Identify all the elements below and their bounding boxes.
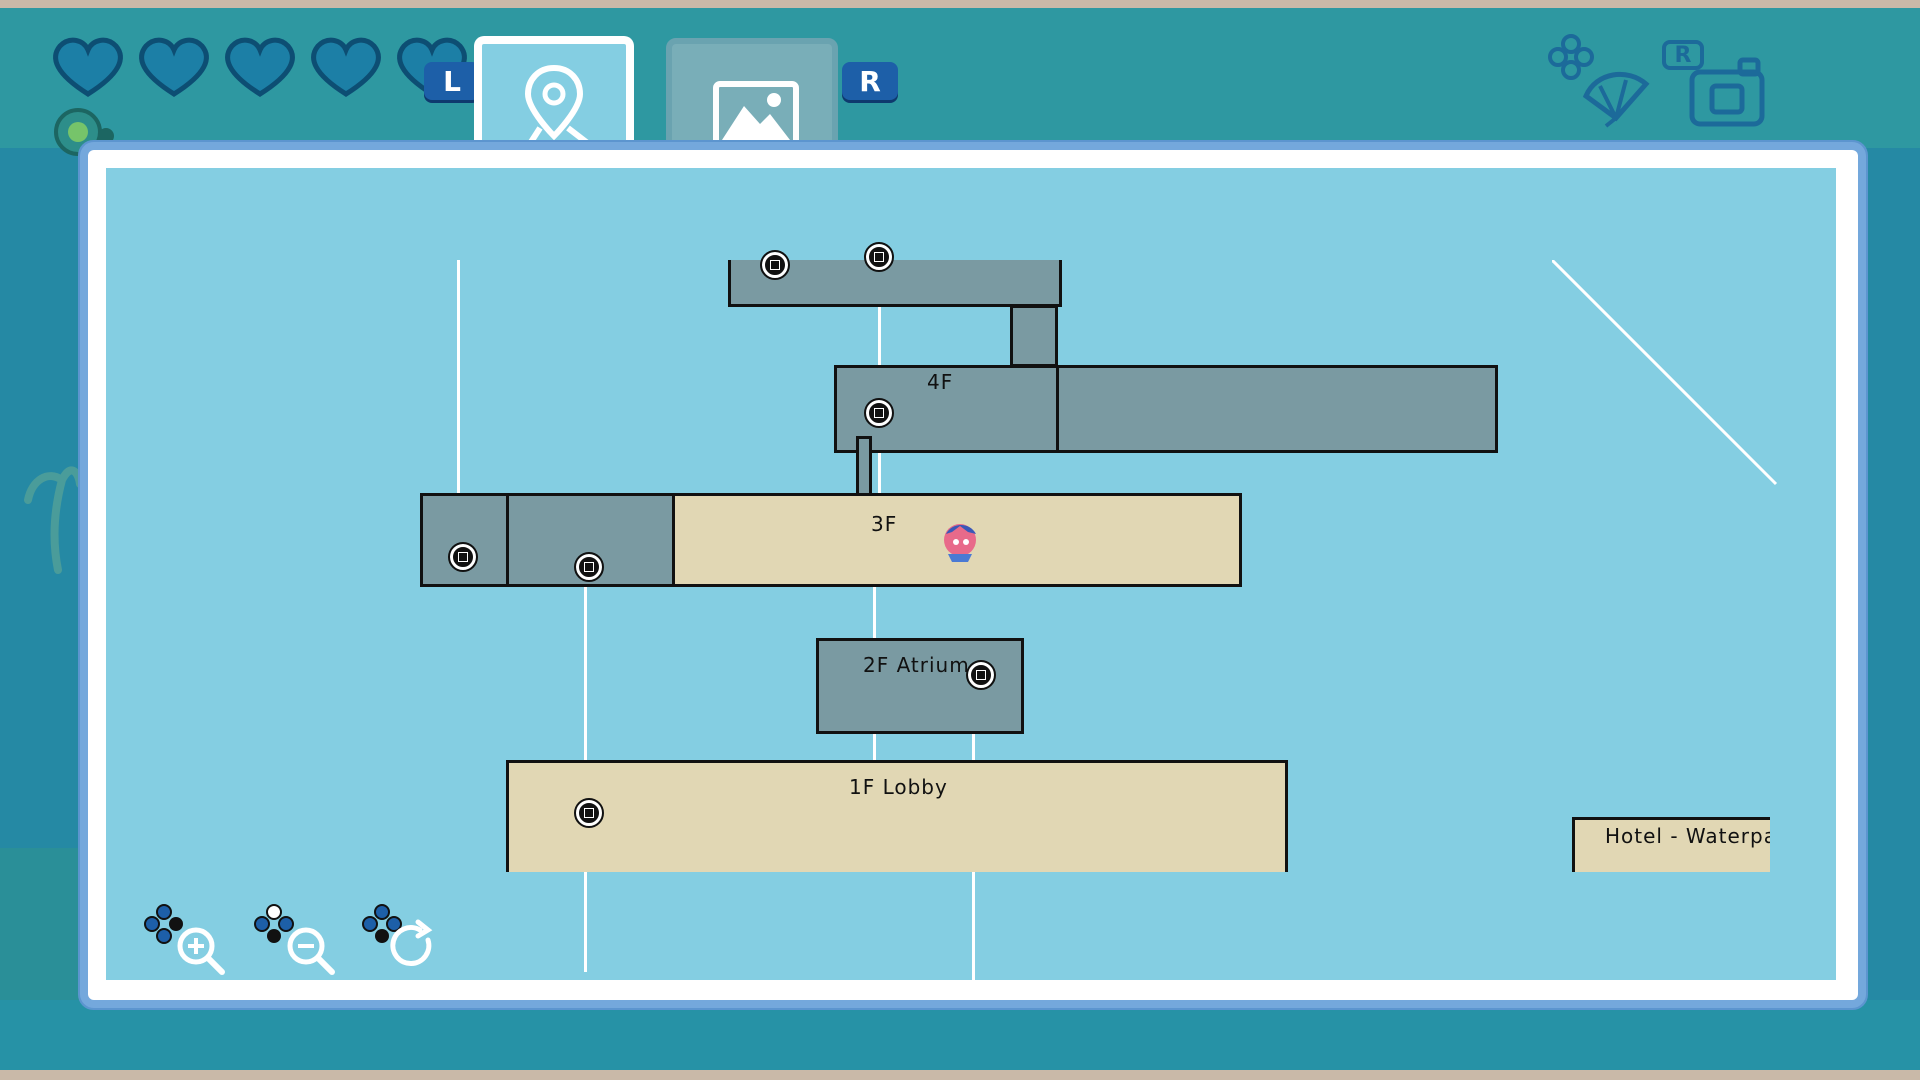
connection-line (457, 260, 460, 556)
room-label: 1F Lobby (849, 775, 948, 799)
room-4f-connector (1010, 305, 1058, 367)
room-label: 2F Atrium (863, 653, 970, 677)
elevator-marker-icon[interactable] (574, 552, 604, 582)
room-1f-lobby: 1F Lobby (506, 760, 1288, 872)
corner-shoulder-label: R (1662, 40, 1704, 70)
left-shoulder-button[interactable]: L (424, 62, 480, 100)
background-floor (0, 1000, 1920, 1080)
zoom-in-icon (177, 927, 225, 975)
reset-icon (390, 919, 433, 966)
reset-control[interactable] (362, 904, 452, 980)
plant-decoration-icon (24, 466, 82, 574)
heart-icon (53, 37, 123, 97)
room-3f-west-a (420, 493, 510, 587)
room-label: 3F (871, 512, 898, 536)
room-3f-west-b (506, 493, 676, 587)
dpad-icon (254, 904, 294, 943)
elevator-marker-icon[interactable] (448, 542, 478, 572)
background-bottom-band (0, 1070, 1920, 1080)
zoom-out-control[interactable] (254, 904, 344, 980)
player-location-icon (944, 524, 976, 562)
right-shoulder-button[interactable]: R (842, 62, 898, 100)
room-hotel-waterpark: Hotel - Waterpa (1572, 817, 1770, 872)
elevator-marker-icon[interactable] (864, 242, 894, 272)
background-left-wall (0, 148, 90, 848)
dpad-icon (144, 904, 183, 944)
elevator-marker-icon[interactable] (864, 398, 894, 428)
room-label: Hotel - Waterpa (1605, 824, 1770, 848)
zoom-in-control[interactable] (144, 904, 234, 980)
background-top-band (0, 0, 1920, 8)
diagonal-connection-line (1552, 260, 1778, 486)
health-hearts (48, 34, 472, 98)
camera-icon (1689, 57, 1765, 127)
room-4f-east (1056, 365, 1498, 453)
character-badge-icon (54, 108, 114, 156)
fan-icon (1582, 71, 1650, 128)
dpad-icon (1548, 34, 1594, 80)
heart-icon (139, 37, 209, 97)
room-2f-atrium: 2F Atrium (816, 638, 1024, 734)
elevator-marker-icon[interactable] (574, 798, 604, 828)
elevator-marker-icon[interactable] (966, 660, 996, 690)
zoom-out-icon (287, 927, 335, 975)
room-label: 4F (927, 370, 954, 394)
heart-icon (311, 37, 381, 97)
heart-icon (225, 37, 295, 97)
dpad-icon (362, 904, 402, 943)
elevator-marker-icon[interactable] (760, 250, 790, 280)
image-icon (713, 81, 799, 149)
background-right-wall (1858, 148, 1920, 1028)
map-canvas[interactable]: 4F 3F 2F Atrium 1F Lobby Hotel - Waterpa (106, 168, 1836, 980)
